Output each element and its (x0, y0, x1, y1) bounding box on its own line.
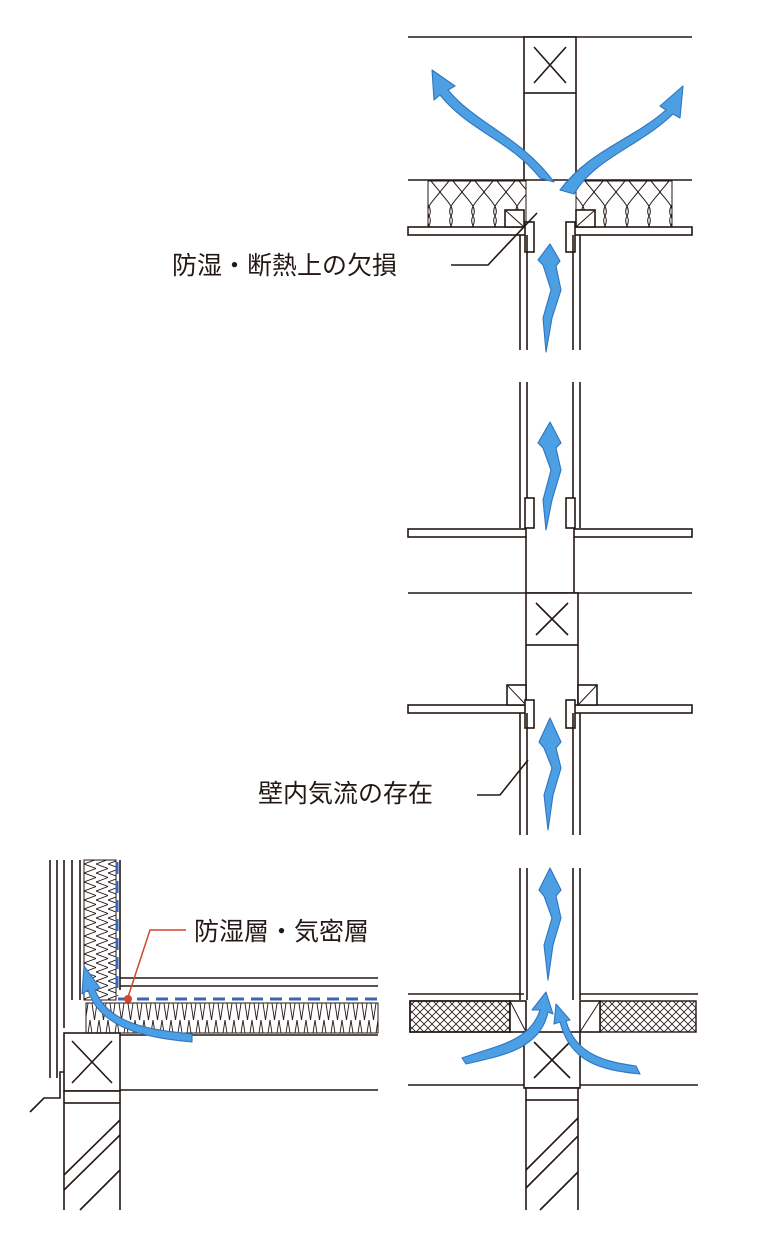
airflow-arrow-up-mid-upper (537, 421, 562, 531)
airflow-arrow-in-left-bottom (461, 991, 554, 1065)
middle-detail (407, 382, 693, 835)
floor-insulation (85, 1002, 379, 1034)
ceiling-board-left-lower (407, 704, 529, 714)
airflow-arrow-right-top (559, 85, 684, 195)
airflow-arrow-corner (81, 965, 193, 1043)
airflow-arrow-up-top (537, 243, 562, 353)
bottom-right-detail (408, 867, 698, 1211)
top-detail (407, 36, 693, 353)
ceiling-board-right-lower (573, 704, 693, 714)
airflow-arrow-left-top (431, 69, 555, 183)
airflow-arrow-up-bottom (538, 867, 562, 981)
airflow-arrow-in-right-bottom (553, 1003, 641, 1075)
ceiling-board-right (573, 226, 693, 236)
floor-board-left-upper (407, 528, 527, 538)
barrier-marker-dot (124, 995, 132, 1003)
label-vapor-air-barrier: 防湿層・気密層 (194, 917, 370, 946)
label-insulation-defect: 防湿・断熱上の欠損 (172, 251, 398, 280)
bottom-left-detail (29, 859, 379, 1211)
airflow-arrow-up-mid-lower (538, 717, 562, 831)
floor-insulation-right (599, 1000, 697, 1033)
ceiling-board-left (407, 226, 529, 236)
floor-board-right-upper (573, 528, 693, 538)
label-wall-airflow: 壁内気流の存在 (258, 779, 434, 808)
